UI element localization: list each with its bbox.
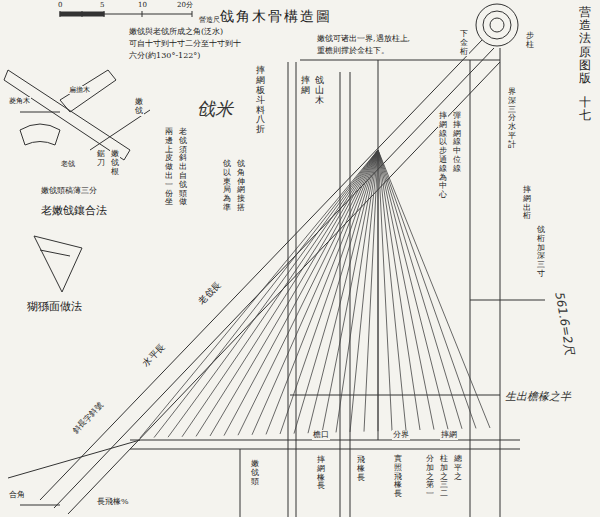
- rafter-line: [378, 150, 462, 429]
- vertical-annotation: 兩邊上皮做出一份坐: [164, 128, 174, 207]
- plate-title: 戗角木骨構造圖: [218, 8, 334, 26]
- annotation: 猢猻面做法: [26, 300, 83, 313]
- annotation: 0: [57, 1, 63, 9]
- vertical-annotation: 十七: [578, 96, 592, 122]
- rafter-line: [350, 150, 378, 432]
- vertical-annotation: 彈摔網線中位線: [452, 112, 462, 174]
- vertical-annotation: 老戗須斜出自戗頭做: [178, 128, 188, 207]
- annotation: 嫩戗可诸出一界,遇放柱上,: [316, 34, 411, 44]
- rafter-line: [378, 150, 406, 430]
- annotation: 嫩戗與老戗所成之角(泛水): [128, 27, 224, 37]
- vertical-annotation: 嫩戗根: [110, 150, 120, 176]
- annotation: 老戗: [60, 160, 76, 168]
- vertical-annotation: 摔網線以步通線為中心: [438, 112, 448, 200]
- rafter-line: [378, 150, 434, 430]
- rafter-line: [294, 150, 378, 434]
- annotation: 戗米: [196, 98, 234, 120]
- annotation: 摔網: [440, 430, 458, 440]
- rafter-line: [280, 150, 378, 434]
- annotation: 分界: [392, 430, 410, 440]
- vertical-annotation: 總平之: [453, 455, 463, 481]
- vertical-annotation: 摔網出桁: [522, 186, 532, 221]
- annotation: 5: [99, 1, 105, 9]
- rafter-line: [336, 150, 378, 432]
- annotation: 老戗長: [196, 279, 224, 307]
- annotation: 10: [137, 1, 148, 9]
- annotation: 老嫩戗鑲合法: [40, 204, 108, 217]
- annotation: 扁擔木: [68, 86, 91, 94]
- vertical-annotation: 柱加之三二: [439, 455, 449, 499]
- annotation: 20分: [176, 1, 194, 9]
- vertical-annotation: 戗山木: [314, 76, 325, 106]
- rafter-line: [182, 150, 378, 437]
- annotation: 合角: [8, 490, 26, 500]
- annotation: 斜長字斜號: [70, 400, 106, 437]
- vertical-annotation: 下金桁: [459, 30, 469, 56]
- annotation: 可自十寸到十寸二分至十寸到十: [128, 39, 242, 49]
- rafter-line: [252, 150, 378, 435]
- vertical-annotation: 嫩戗頭: [250, 460, 260, 486]
- rafter-line: [378, 150, 379, 431]
- vertical-annotation: 摔網椽長: [316, 456, 326, 491]
- vertical-annotation: 营造法原图版: [578, 6, 592, 85]
- annotation: 561.6=2尺: [552, 290, 578, 358]
- rafter-line: [378, 150, 476, 428]
- vertical-annotation: 步柱: [525, 32, 535, 50]
- annotation: 生出檐椽之半: [504, 390, 572, 403]
- annotation: 重檐則撑於金柱下。: [316, 46, 390, 56]
- vertical-annotation: 摔網: [300, 76, 311, 96]
- vertical-annotation: 戗桁加深三寸: [536, 226, 546, 279]
- vertical-annotation: 鋸刀: [96, 150, 106, 168]
- rafter-line: [378, 150, 490, 428]
- annotation: 菱角木: [8, 97, 31, 105]
- rafter-line: [168, 150, 378, 437]
- rafter-line: [378, 150, 420, 430]
- vertical-annotation: 飛椽長: [356, 456, 366, 482]
- vertical-annotation: 分加之第一: [425, 455, 435, 499]
- annotation: 六分(約130°-122°): [128, 51, 201, 61]
- vertical-annotation: 戗角伸網接搭: [236, 160, 246, 213]
- annotation: 水平長: [140, 341, 168, 369]
- rafter-line: [308, 150, 378, 433]
- vertical-annotation: 戗以東局為準: [222, 160, 232, 213]
- annotation: 嫩戗頭稿薄三分: [40, 186, 98, 196]
- rafter-line: [378, 150, 392, 431]
- vertical-annotation: 嫩戗: [134, 98, 144, 116]
- annotation: 營造尺: [198, 16, 221, 24]
- rafter-line: [196, 150, 378, 436]
- rafter-line: [210, 150, 378, 436]
- vertical-annotation: 摔網板斗料八折: [255, 66, 266, 135]
- vertical-annotation: 界深三分水平計: [507, 88, 517, 150]
- annotation: 長飛椽%: [96, 497, 130, 507]
- rafter-line: [322, 150, 378, 433]
- rafter-line: [238, 150, 378, 435]
- rafter-line: [140, 150, 378, 438]
- annotation: 檐口: [312, 430, 330, 440]
- rafter-line: [224, 150, 378, 436]
- rafter-line: [266, 150, 378, 434]
- rafter-line: [364, 150, 378, 432]
- vertical-annotation: 實照飛椽長: [393, 455, 403, 499]
